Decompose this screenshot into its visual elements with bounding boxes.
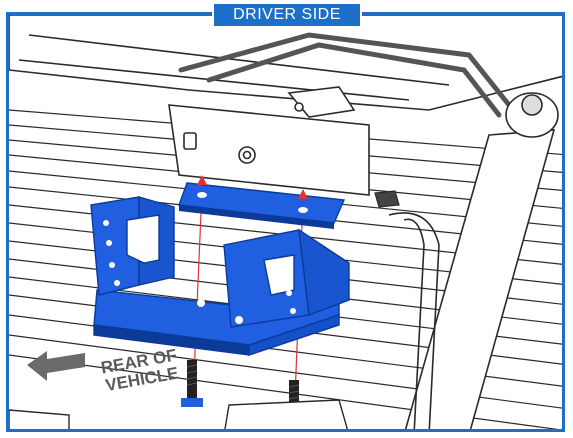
shock-absorber <box>404 92 559 429</box>
brake-lines <box>178 32 512 118</box>
nut <box>374 190 400 208</box>
bump-stop-bracket <box>90 196 350 356</box>
bolt-left <box>181 360 203 407</box>
u-bolt <box>388 212 440 429</box>
spacer-plate <box>178 175 346 229</box>
driver-side-label: DRIVER SIDE <box>212 2 362 28</box>
axle-mount <box>9 399 349 429</box>
installation-diagram <box>9 15 562 429</box>
diagram-frame: REAR OF VEHICLE <box>6 12 565 432</box>
left-arrow-icon <box>27 351 85 381</box>
frame-rail <box>9 15 562 196</box>
